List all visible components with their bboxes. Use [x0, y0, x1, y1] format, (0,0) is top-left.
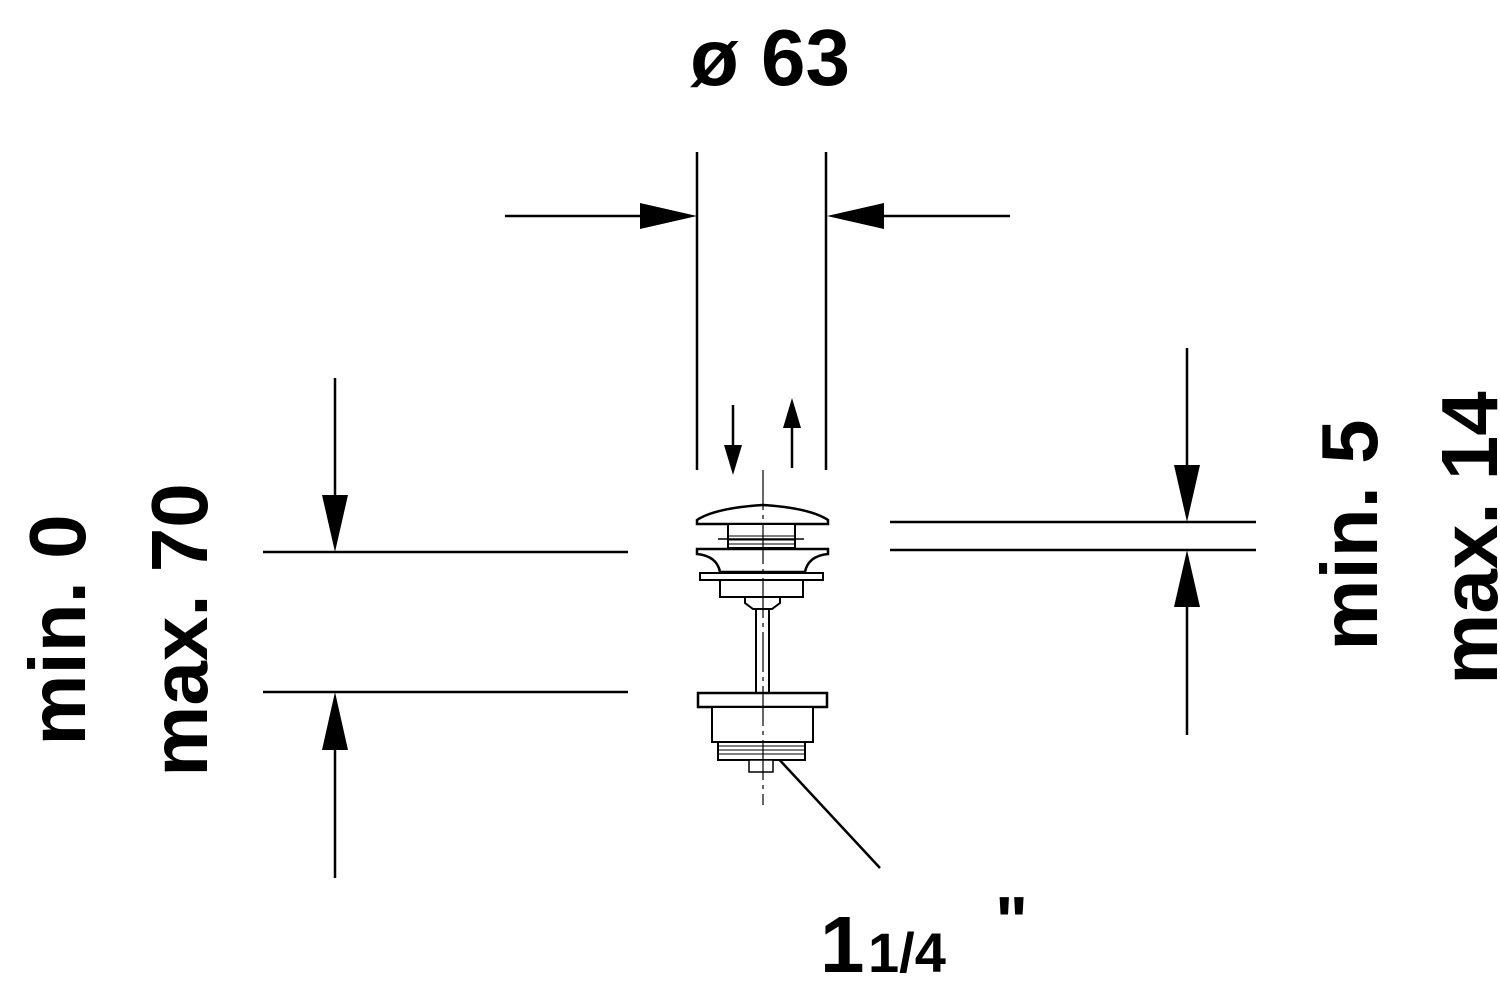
thread-size-fraction: 1/4 — [868, 921, 946, 983]
left-max-label: max. 70 — [135, 483, 224, 777]
thread-leader-line — [774, 754, 881, 869]
arrowhead-push-down — [724, 445, 742, 475]
arrowhead-up-right — [1174, 550, 1200, 607]
thread-size-whole: 1 — [820, 900, 865, 983]
valve-thread — [717, 741, 806, 761]
arrowhead-down-right — [1174, 465, 1200, 522]
right-max-label: max. 14 — [1425, 391, 1500, 685]
arrowhead-left — [827, 203, 884, 229]
arrowhead-pull-up — [783, 398, 801, 428]
left-min-label: min. 0 — [13, 514, 102, 745]
valve-cap — [695, 503, 830, 526]
thread-size-unit: " — [995, 882, 1028, 960]
valve-body-upper — [719, 579, 804, 598]
diameter-label: ø 63 — [690, 13, 850, 102]
arrowhead-down-left — [322, 495, 348, 552]
arrowhead-up-left — [322, 692, 348, 750]
valve-plate — [699, 572, 824, 581]
drain-valve — [695, 470, 830, 805]
arrowheads — [322, 203, 1200, 750]
arrowhead-right — [640, 203, 697, 229]
right-min-label: min. 5 — [1305, 419, 1394, 650]
valve-tailpiece — [748, 759, 774, 773]
